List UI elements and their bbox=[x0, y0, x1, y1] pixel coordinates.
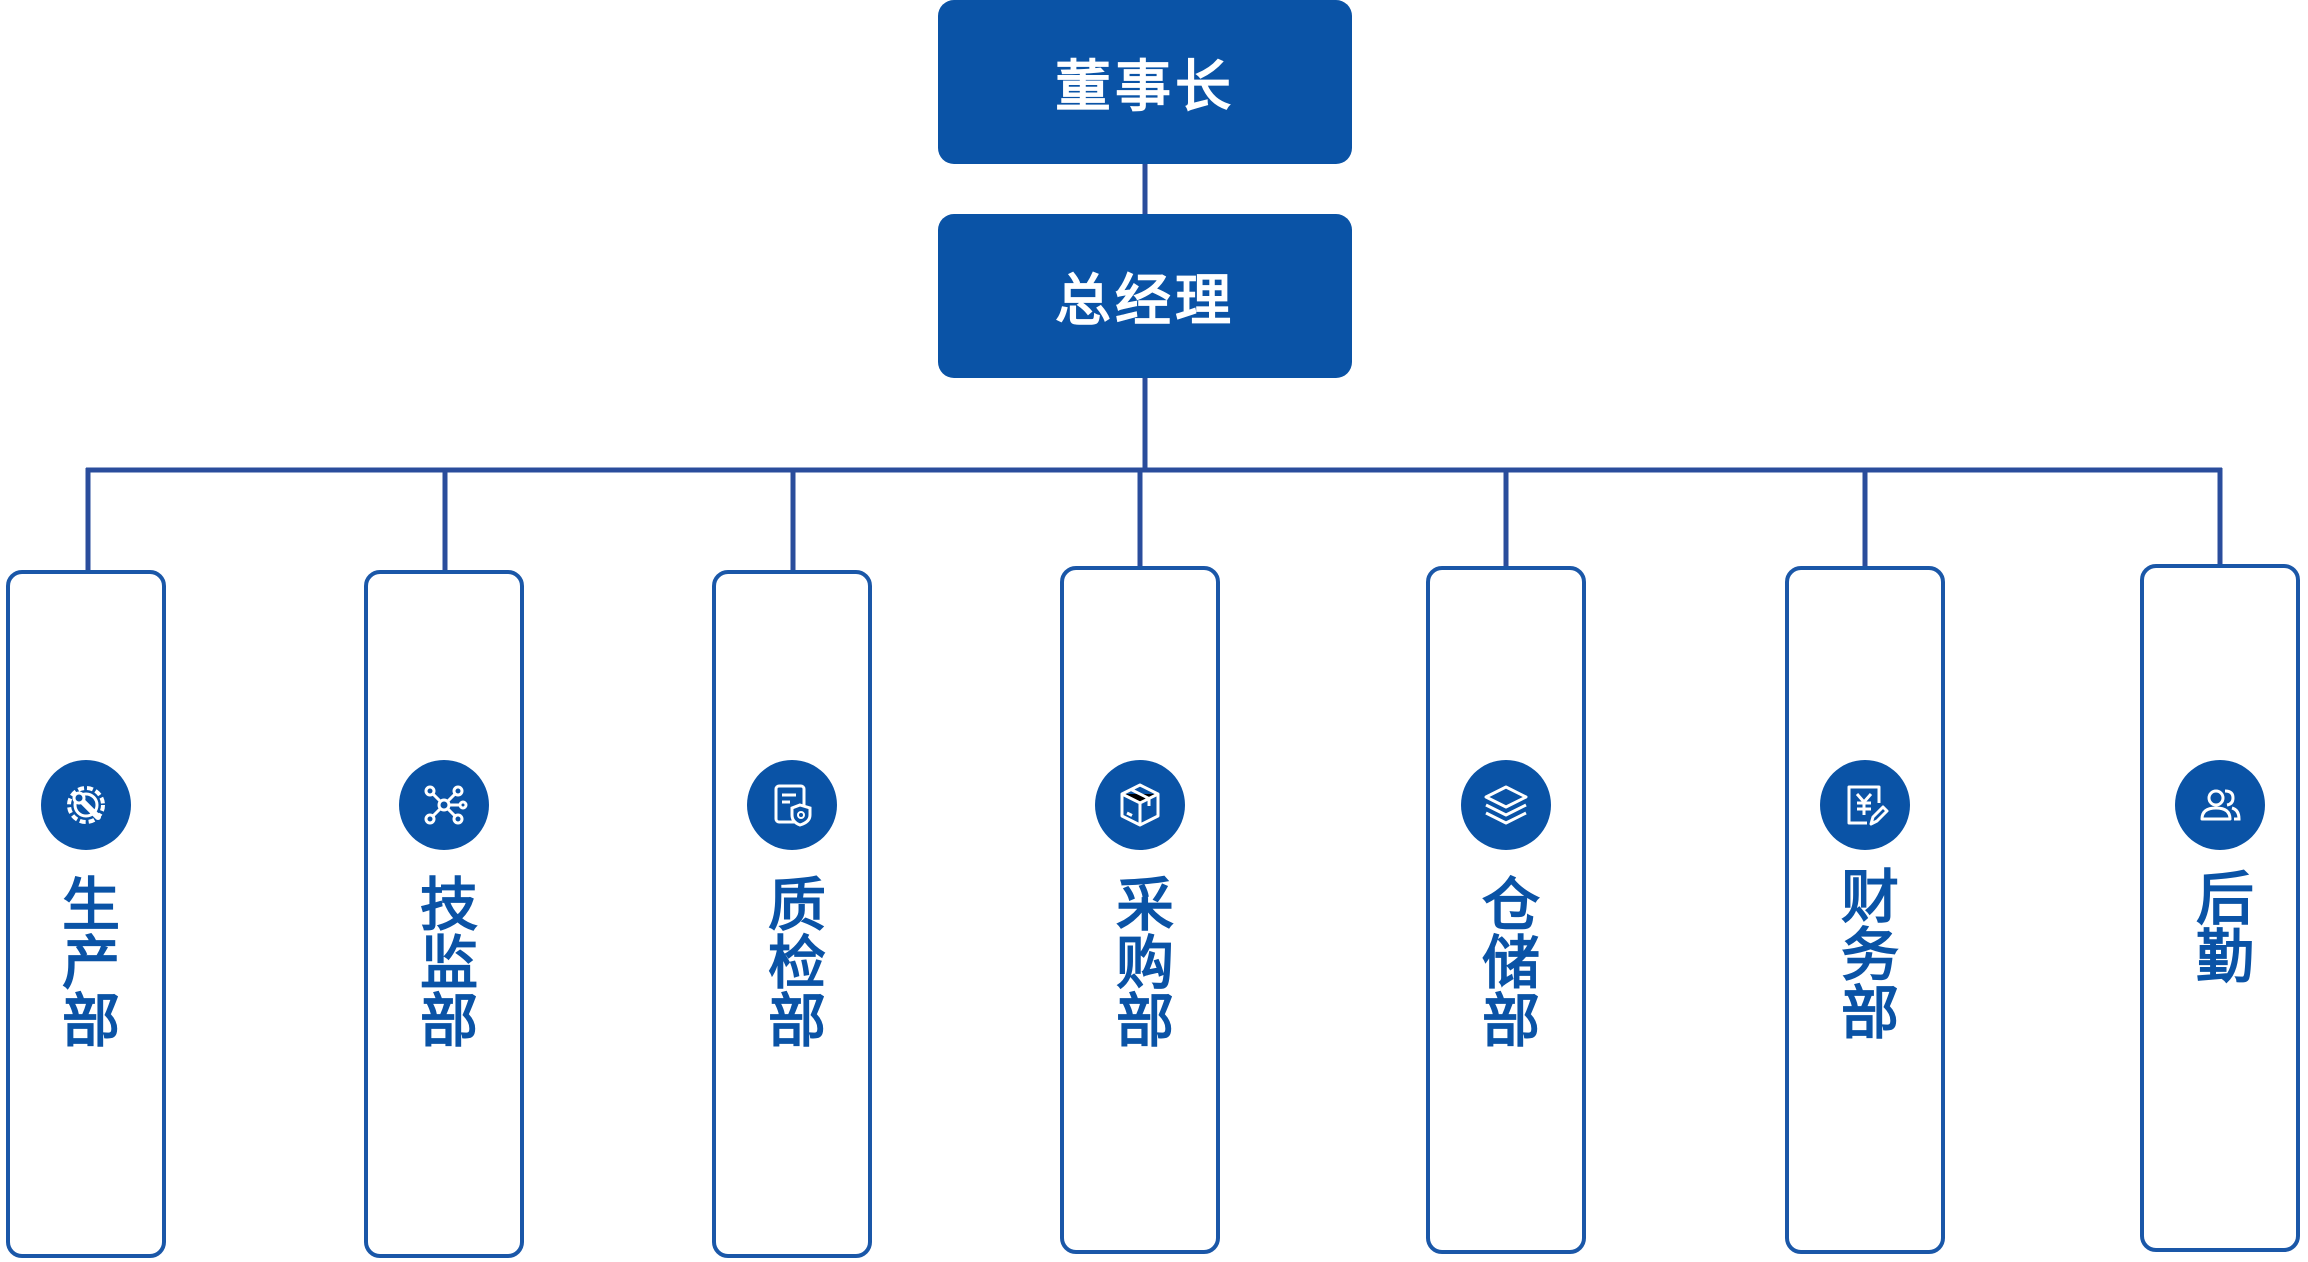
chairman-box: 董事长 bbox=[938, 0, 1352, 164]
general-manager-label: 总经理 bbox=[1055, 268, 1235, 334]
department-label: 仓储部 bbox=[1472, 874, 1540, 1048]
package-box-icon bbox=[1095, 760, 1185, 850]
department-box-warehouse: 仓储部 bbox=[1426, 566, 1586, 1254]
chairman-label: 董事长 bbox=[1055, 54, 1235, 120]
department-box-quality-inspection: 质检部 bbox=[712, 570, 872, 1258]
people-icon bbox=[2175, 760, 2265, 850]
department-box-production: 生产部 bbox=[6, 570, 166, 1258]
department-box-tech-supervision: 技监部 bbox=[364, 570, 524, 1258]
layers-stack-icon bbox=[1461, 760, 1551, 850]
yuan-document-icon bbox=[1820, 760, 1910, 850]
general-manager-box: 总经理 bbox=[938, 214, 1352, 378]
department-label: 质检部 bbox=[758, 874, 826, 1048]
department-label: 后勤 bbox=[2186, 868, 2254, 984]
department-label: 生产部 bbox=[52, 874, 120, 1048]
department-label: 采购部 bbox=[1106, 874, 1174, 1048]
document-shield-icon bbox=[747, 760, 837, 850]
network-nodes-icon bbox=[399, 760, 489, 850]
department-label: 技监部 bbox=[410, 874, 478, 1048]
department-box-finance: 财务部 bbox=[1785, 566, 1945, 1254]
gear-wrench-icon bbox=[41, 760, 131, 850]
department-box-logistics: 后勤 bbox=[2140, 564, 2300, 1252]
department-label: 财务部 bbox=[1831, 866, 1899, 1040]
department-box-purchasing: 采购部 bbox=[1060, 566, 1220, 1254]
